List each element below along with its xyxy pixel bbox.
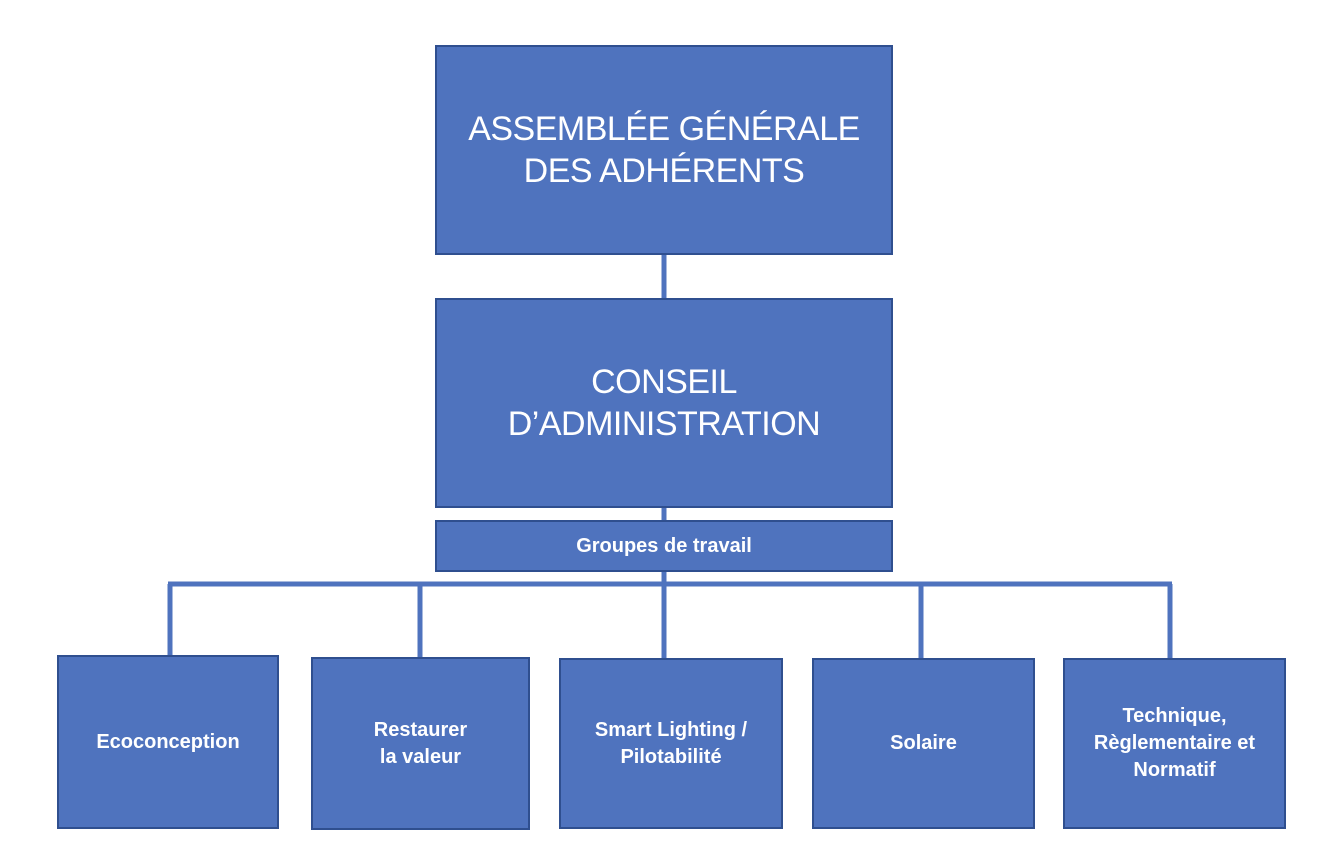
conseil-administration-label: CONSEIL D’ADMINISTRATION <box>507 362 821 444</box>
group-box-ecoconception: Ecoconception <box>57 655 279 829</box>
groupes-de-travail-label: Groupes de travail <box>576 535 752 557</box>
group-label: Technique, Règlementaire et Normatif <box>1093 705 1256 781</box>
assemblee-generale-box: ASSEMBLÉE GÉNÉRALE DES ADHÉRENTS <box>435 45 893 255</box>
group-box-restaurer-la-valeur: Restaurer la valeur <box>311 657 530 830</box>
group-label: Ecoconception <box>96 730 240 753</box>
group-box-smart-lighting: Smart Lighting / Pilotabilité <box>559 658 783 829</box>
group-box-technique-reglementaire-normatif: Technique, Règlementaire et Normatif <box>1063 658 1286 829</box>
group-label: Restaurer la valeur <box>373 718 468 768</box>
group-label: Solaire <box>890 732 957 754</box>
group-box-solaire: Solaire <box>812 658 1035 829</box>
groupes-de-travail-box: Groupes de travail <box>435 520 893 572</box>
group-label: Smart Lighting / Pilotabilité <box>594 718 748 768</box>
assemblee-generale-label: ASSEMBLÉE GÉNÉRALE DES ADHÉRENTS <box>468 109 860 191</box>
conseil-administration-box: CONSEIL D’ADMINISTRATION <box>435 298 893 508</box>
